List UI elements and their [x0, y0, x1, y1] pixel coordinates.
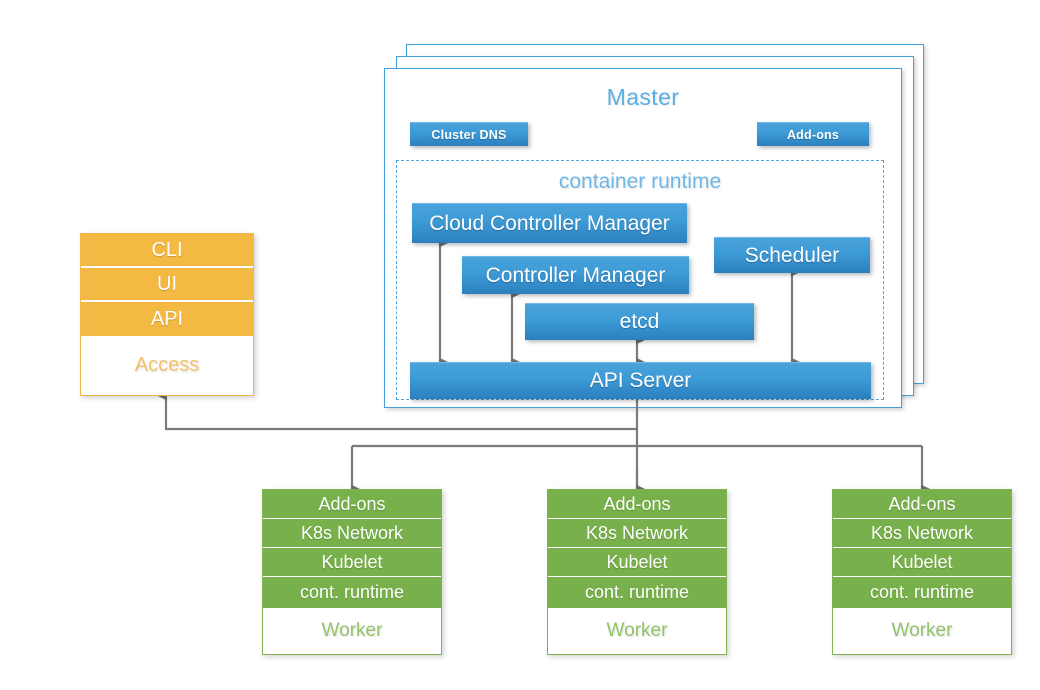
- worker-1-row-kubelet-label: Kubelet: [321, 551, 383, 572]
- worker-2-row-kubelet-label: Kubelet: [606, 551, 668, 572]
- worker-1-row-add-ons[interactable]: Add-ons: [263, 490, 441, 519]
- worker-3-row-cont-runtime-label: cont. runtime: [869, 582, 975, 602]
- master-add-ons-label: Add-ons: [786, 127, 840, 142]
- scheduler-box[interactable]: Scheduler: [714, 237, 870, 273]
- etcd-label: etcd: [619, 310, 660, 333]
- api-server-box[interactable]: API Server: [410, 362, 871, 399]
- controller-manager-box[interactable]: Controller Manager: [462, 256, 689, 294]
- access-row-ui[interactable]: UI: [81, 268, 253, 302]
- worker-3-row-k8s-network-label: K8s Network: [870, 522, 974, 543]
- worker-3-row-k8s-network[interactable]: K8s Network: [833, 519, 1011, 548]
- access-row-api[interactable]: API: [81, 302, 253, 336]
- worker-2-row-k8s-network-label: K8s Network: [585, 522, 689, 543]
- worker-2-title-label: Worker: [606, 620, 668, 641]
- access-title-label: Access: [134, 354, 200, 376]
- worker-2-row-add-ons-label: Add-ons: [603, 493, 671, 514]
- access-row-ui-label: UI: [157, 272, 177, 295]
- master-title: Master: [606, 84, 680, 110]
- worker-3-row-cont-runtime[interactable]: cont. runtime: [833, 577, 1011, 608]
- worker-1-row-cont-runtime[interactable]: cont. runtime: [263, 577, 441, 608]
- access-row-api-label: API: [150, 307, 184, 330]
- master-add-ons-box[interactable]: Add-ons: [757, 122, 869, 146]
- worker-3-title-label: Worker: [891, 620, 953, 641]
- worker-3-title: Worker: [833, 608, 1011, 654]
- worker-3-row-add-ons[interactable]: Add-ons: [833, 490, 1011, 519]
- worker-1-row-kubelet[interactable]: Kubelet: [263, 548, 441, 577]
- access-title: Access: [81, 336, 253, 395]
- worker-3-row-kubelet-label: Kubelet: [891, 551, 953, 572]
- worker-2-row-add-ons[interactable]: Add-ons: [548, 490, 726, 519]
- etcd-box[interactable]: etcd: [525, 303, 754, 340]
- controller-manager-label: Controller Manager: [485, 263, 666, 287]
- cluster-dns-box[interactable]: Cluster DNS: [410, 122, 528, 146]
- scheduler-label: Scheduler: [744, 243, 840, 267]
- access-row-cli[interactable]: CLI: [81, 234, 253, 268]
- worker-1-title-label: Worker: [321, 620, 383, 641]
- cloud-controller-manager-box[interactable]: Cloud Controller Manager: [412, 203, 687, 243]
- worker-2-row-k8s-network[interactable]: K8s Network: [548, 519, 726, 548]
- api-server-label: API Server: [589, 369, 692, 392]
- worker-2-title: Worker: [548, 608, 726, 654]
- worker-1-row-k8s-network[interactable]: K8s Network: [263, 519, 441, 548]
- worker-3-row-kubelet[interactable]: Kubelet: [833, 548, 1011, 577]
- worker-node-3[interactable]: Add-ons K8s Network Kubelet cont. runtim…: [832, 489, 1012, 655]
- access-node[interactable]: CLI UI API Access: [80, 233, 254, 396]
- worker-1-row-cont-runtime-label: cont. runtime: [299, 582, 405, 602]
- worker-3-row-add-ons-label: Add-ons: [888, 493, 956, 514]
- worker-1-title: Worker: [263, 608, 441, 654]
- access-row-cli-label: CLI: [151, 238, 183, 261]
- container-runtime-title: container runtime: [558, 170, 722, 193]
- worker-1-row-add-ons-label: Add-ons: [318, 493, 386, 514]
- worker-2-row-kubelet[interactable]: Kubelet: [548, 548, 726, 577]
- worker-1-row-k8s-network-label: K8s Network: [300, 522, 404, 543]
- cluster-dns-label: Cluster DNS: [431, 127, 507, 142]
- worker-2-row-cont-runtime-label: cont. runtime: [584, 582, 690, 602]
- container-runtime-region: [396, 160, 884, 400]
- worker-node-1[interactable]: Add-ons K8s Network Kubelet cont. runtim…: [262, 489, 442, 655]
- cloud-controller-manager-label: Cloud Controller Manager: [429, 211, 670, 235]
- worker-2-row-cont-runtime[interactable]: cont. runtime: [548, 577, 726, 608]
- worker-node-2[interactable]: Add-ons K8s Network Kubelet cont. runtim…: [547, 489, 727, 655]
